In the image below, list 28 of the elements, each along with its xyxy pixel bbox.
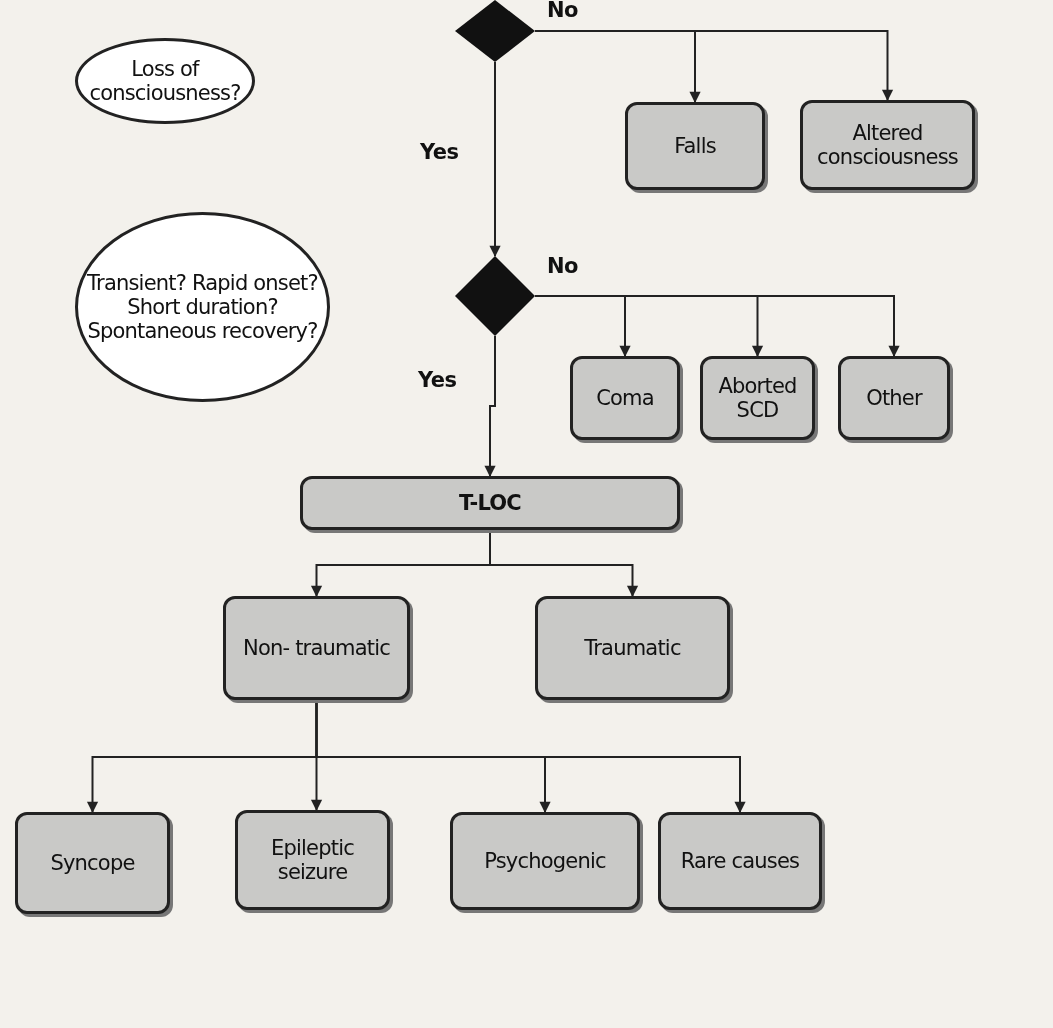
node-label: Non- traumatic (242, 634, 391, 662)
node-label: Coma (595, 384, 655, 412)
node-label: Transient? Rapid onset? Short duration? Spontaneous recovery? (86, 269, 319, 346)
process-box (625, 102, 765, 190)
process-box (300, 476, 680, 530)
process-box (658, 812, 822, 910)
process-box (223, 596, 410, 700)
node-label: Falls (673, 132, 717, 160)
arrow (489, 61, 501, 257)
process-box (535, 596, 730, 700)
node-label: Epileptic seizure (270, 834, 355, 886)
node-label: T-LOC (458, 489, 522, 517)
node-label: Aborted SCD (717, 372, 798, 424)
node-label: Syncope (49, 849, 136, 877)
node-label: Traumatic (583, 634, 682, 662)
node-label: Altered consciousness (816, 119, 959, 171)
process-box (800, 100, 975, 190)
process-box (15, 812, 170, 914)
node-label: Loss of consciousness? (88, 55, 242, 107)
process-box (838, 356, 950, 440)
process-box (570, 356, 680, 440)
node-label: Rare causes (679, 847, 801, 875)
process-box (450, 812, 640, 910)
arrow (484, 335, 496, 477)
process-box (235, 810, 390, 910)
node-label: Other (865, 384, 924, 412)
node-label: Psychogenic (483, 847, 607, 875)
process-box (700, 356, 815, 440)
